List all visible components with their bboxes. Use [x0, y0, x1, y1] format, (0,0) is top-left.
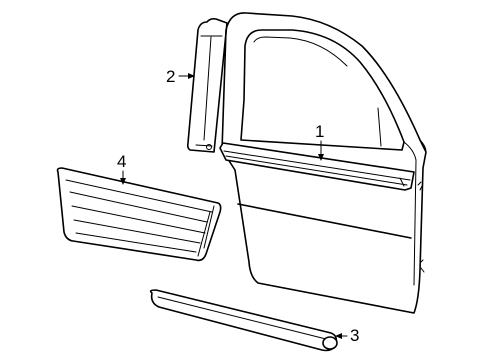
callout-label-2: 2 — [166, 67, 175, 86]
callout-label-3: 3 — [350, 326, 359, 345]
callout-1: 1 — [315, 122, 324, 161]
door-shell — [221, 12, 427, 314]
part-1-belt-weatherstrip — [219, 142, 415, 191]
part-4-body-side-molding — [56, 167, 222, 262]
callout-2: 2 — [166, 67, 195, 86]
callout-4: 4 — [117, 152, 126, 185]
part-3-rocker-molding — [149, 289, 338, 352]
part-2-pillar-applique — [186, 18, 228, 153]
callout-3: 3 — [335, 326, 359, 345]
callout-label-4: 4 — [117, 152, 126, 171]
callout-label-1: 1 — [315, 122, 324, 141]
